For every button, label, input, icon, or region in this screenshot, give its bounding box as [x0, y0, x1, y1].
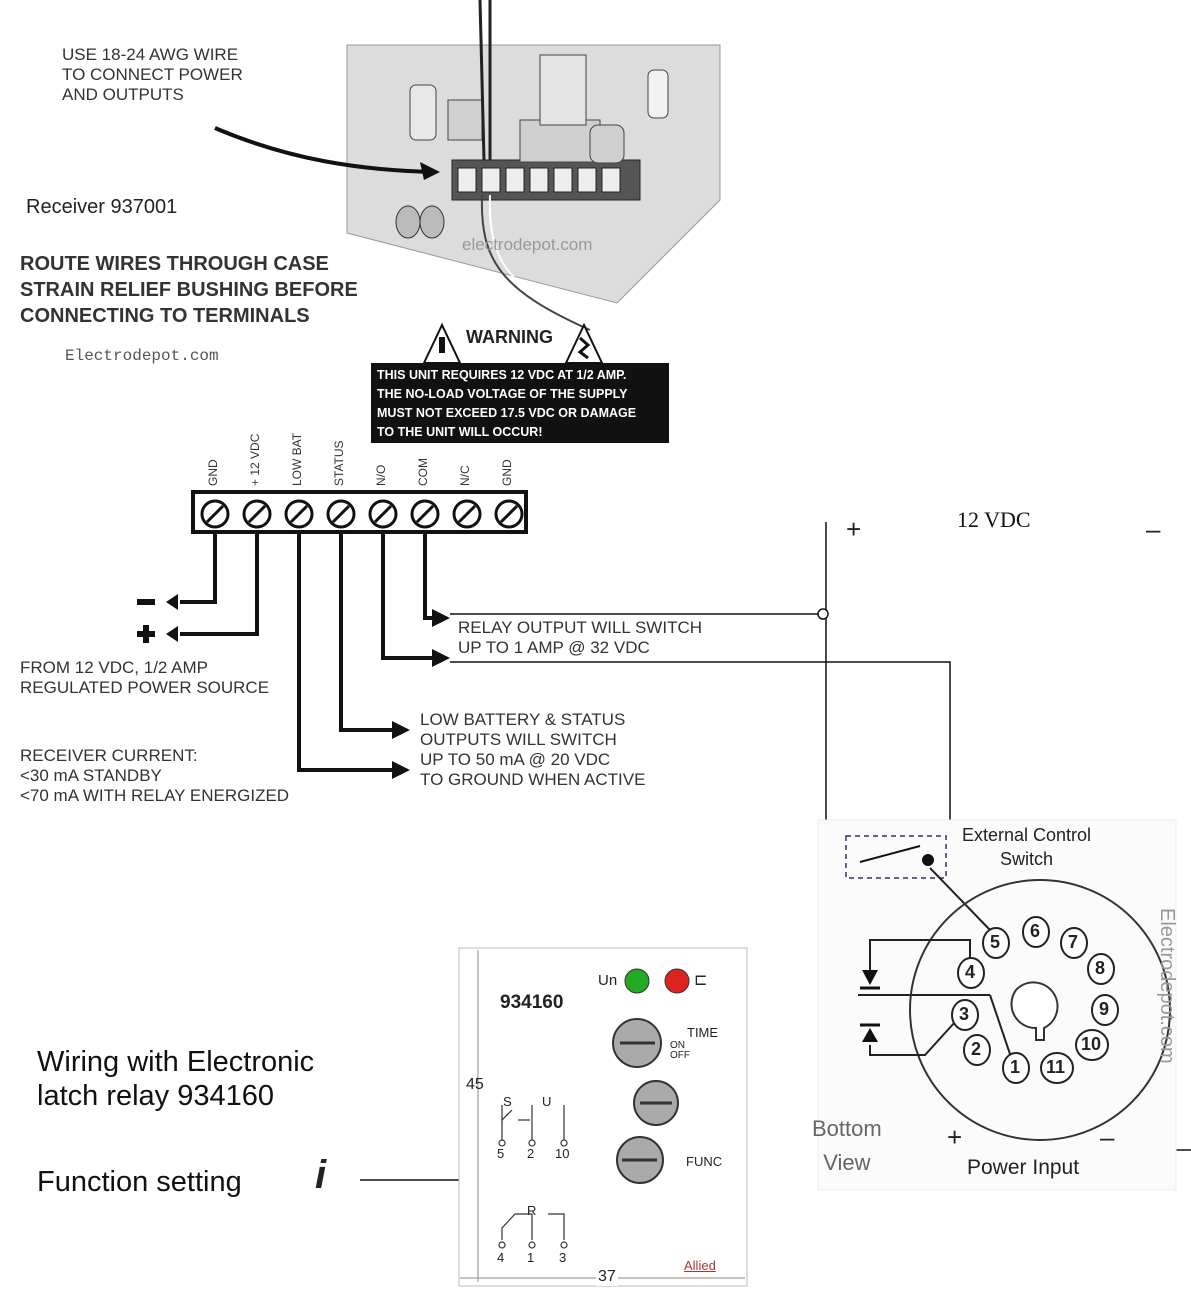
- terminal-label-gnd2: GND: [500, 459, 514, 486]
- terminal-label-status: STATUS: [332, 440, 346, 486]
- relay-speaker-icon: ⊏: [694, 972, 708, 989]
- power-input-label: Power Input: [967, 1156, 1080, 1179]
- text-watermark: Electrodepot.com: [65, 347, 219, 365]
- pin-5: 5: [990, 932, 1001, 952]
- warning-line: THE NO-LOAD VOLTAGE OF THE SUPPLY: [377, 387, 628, 401]
- power-plus: +: [947, 1122, 963, 1152]
- board-watermark: electrodepot.com: [462, 235, 593, 254]
- relay-func-label: FUNC: [686, 1154, 723, 1169]
- warning-triangles: [422, 322, 604, 364]
- switch-label-line: Switch: [1000, 849, 1054, 869]
- current-note-line: <70 mA WITH RELAY ENERGIZED: [20, 786, 290, 805]
- bottom-view-label: Bottom View: [812, 1112, 882, 1180]
- status-output-line: OUTPUTS WILL SWITCH: [420, 730, 617, 749]
- status-output-note: LOW BATTERY & STATUS OUTPUTS WILL SWITCH…: [420, 710, 645, 790]
- supply-label: 12 VDC: [957, 507, 1031, 532]
- current-note-line: <30 mA STANDBY: [20, 766, 162, 785]
- relay-output-note: RELAY OUTPUT WILL SWITCH UP TO 1 AMP @ 3…: [458, 618, 702, 658]
- supply-plus: +: [846, 514, 862, 544]
- terminal-label-com: COM: [416, 458, 430, 486]
- route-note: ROUTE WIRES THROUGH CASE STRAIN RELIEF B…: [20, 251, 358, 329]
- info-icon: i: [315, 1153, 327, 1197]
- current-note: RECEIVER CURRENT: <30 mA STANDBY <70 mA …: [20, 746, 289, 806]
- pin-2: 2: [971, 1039, 982, 1059]
- bottom-view-line: Bottom: [812, 1116, 882, 1141]
- wire-note-line: AND OUTPUTS: [62, 85, 184, 104]
- wire-note-line: USE 18-24 AWG WIRE: [62, 45, 239, 64]
- route-note-line: CONNECTING TO TERMINALS: [20, 305, 310, 327]
- wiring-caption: Wiring with Electronic latch relay 93416…: [37, 1045, 314, 1113]
- switch-label: External Control Switch: [962, 823, 1091, 871]
- pin-11: 11: [1046, 1057, 1066, 1077]
- pin-8: 8: [1095, 958, 1106, 978]
- power-minus: –: [1100, 1122, 1115, 1152]
- relay-output-line: UP TO 1 AMP @ 32 VDC: [458, 638, 650, 657]
- wiring-caption-line: latch relay 934160: [37, 1080, 274, 1112]
- relay-pin-3: 3: [559, 1250, 567, 1265]
- relay-module: [458, 947, 748, 1287]
- relay-un-label: Un: [598, 972, 618, 989]
- pin-7: 7: [1068, 932, 1079, 952]
- status-output-line: TO GROUND WHEN ACTIVE: [420, 770, 646, 789]
- relay-height-dim: 45: [466, 1076, 484, 1093]
- relay-u-label: U: [542, 1094, 552, 1109]
- pin-9: 9: [1099, 999, 1110, 1019]
- route-note-line: ROUTE WIRES THROUGH CASE: [20, 253, 329, 275]
- wiring-caption-line: Wiring with Electronic: [37, 1046, 315, 1078]
- pin-4: 4: [965, 962, 976, 982]
- terminal-label-12vdc: + 12 VDC: [248, 433, 262, 486]
- terminal-label-gnd: GND: [206, 459, 220, 486]
- bottom-view-line: View: [823, 1150, 871, 1175]
- relay-pin-10: 10: [555, 1146, 570, 1161]
- supply-minus: –: [1146, 514, 1161, 544]
- power-source-line: FROM 12 VDC, 1/2 AMP: [20, 658, 208, 677]
- relay-r-label: R: [527, 1203, 537, 1218]
- status-output-line: UP TO 50 mA @ 20 VDC: [420, 750, 611, 769]
- socket-watermark: Electrodepot.com: [1156, 908, 1178, 1064]
- relay-width-dim: 37: [596, 1268, 618, 1286]
- relay-pin-1: 1: [527, 1250, 535, 1265]
- terminal-label-lowbat: LOW BAT: [290, 432, 304, 486]
- relay-model: 934160: [500, 992, 564, 1013]
- terminal-strip: [191, 490, 528, 534]
- warning-line: MUST NOT EXCEED 17.5 VDC OR DAMAGE: [377, 406, 637, 420]
- relay-pin-5: 5: [497, 1146, 505, 1161]
- terminal-wires: [180, 530, 434, 772]
- status-output-line: LOW BATTERY & STATUS: [420, 710, 626, 729]
- current-note-line: RECEIVER CURRENT:: [20, 746, 198, 765]
- relay-pin-4: 4: [497, 1250, 505, 1265]
- terminal-label-nc: N/C: [458, 465, 472, 486]
- pin-10: 10: [1081, 1034, 1102, 1054]
- power-source-line: REGULATED POWER SOURCE: [20, 678, 270, 697]
- relay-brand: Allied: [684, 1258, 716, 1273]
- socket-diagram: [817, 819, 1177, 1191]
- wire-note-arrow: [214, 126, 433, 174]
- function-setting-label: Function setting: [37, 1166, 242, 1198]
- warning-line: TO THE UNIT WILL OCCUR!: [377, 425, 543, 439]
- relay-off-label: OFF: [670, 1050, 690, 1061]
- relay-pin-2: 2: [527, 1146, 535, 1161]
- receiver-model-label: Receiver 937001: [26, 196, 178, 218]
- power-source-note: FROM 12 VDC, 1/2 AMP REGULATED POWER SOU…: [20, 658, 269, 698]
- warning-title: WARNING: [466, 327, 553, 347]
- terminal-label-no: N/O: [374, 464, 388, 486]
- relay-s-label: S: [503, 1094, 512, 1109]
- relay-output-line: RELAY OUTPUT WILL SWITCH: [458, 618, 703, 637]
- switch-label-line: External Control: [962, 825, 1092, 845]
- route-note-line: STRAIN RELIEF BUSHING BEFORE: [20, 279, 358, 301]
- receiver-board: [346, 0, 721, 331]
- relay-time-label: TIME: [687, 1025, 719, 1040]
- wire-note: USE 18-24 AWG WIRE TO CONNECT POWER AND …: [62, 45, 243, 105]
- pin-1: 1: [1010, 1057, 1021, 1077]
- pin-3: 3: [959, 1004, 970, 1024]
- pin-6: 6: [1030, 921, 1041, 941]
- wire-note-line: TO CONNECT POWER: [62, 65, 243, 84]
- warning-line: THIS UNIT REQUIRES 12 VDC AT 1/2 AMP.: [377, 368, 627, 382]
- relay-on-label: ON: [670, 1040, 685, 1051]
- warning-box: THIS UNIT REQUIRES 12 VDC AT 1/2 AMP. TH…: [371, 363, 669, 443]
